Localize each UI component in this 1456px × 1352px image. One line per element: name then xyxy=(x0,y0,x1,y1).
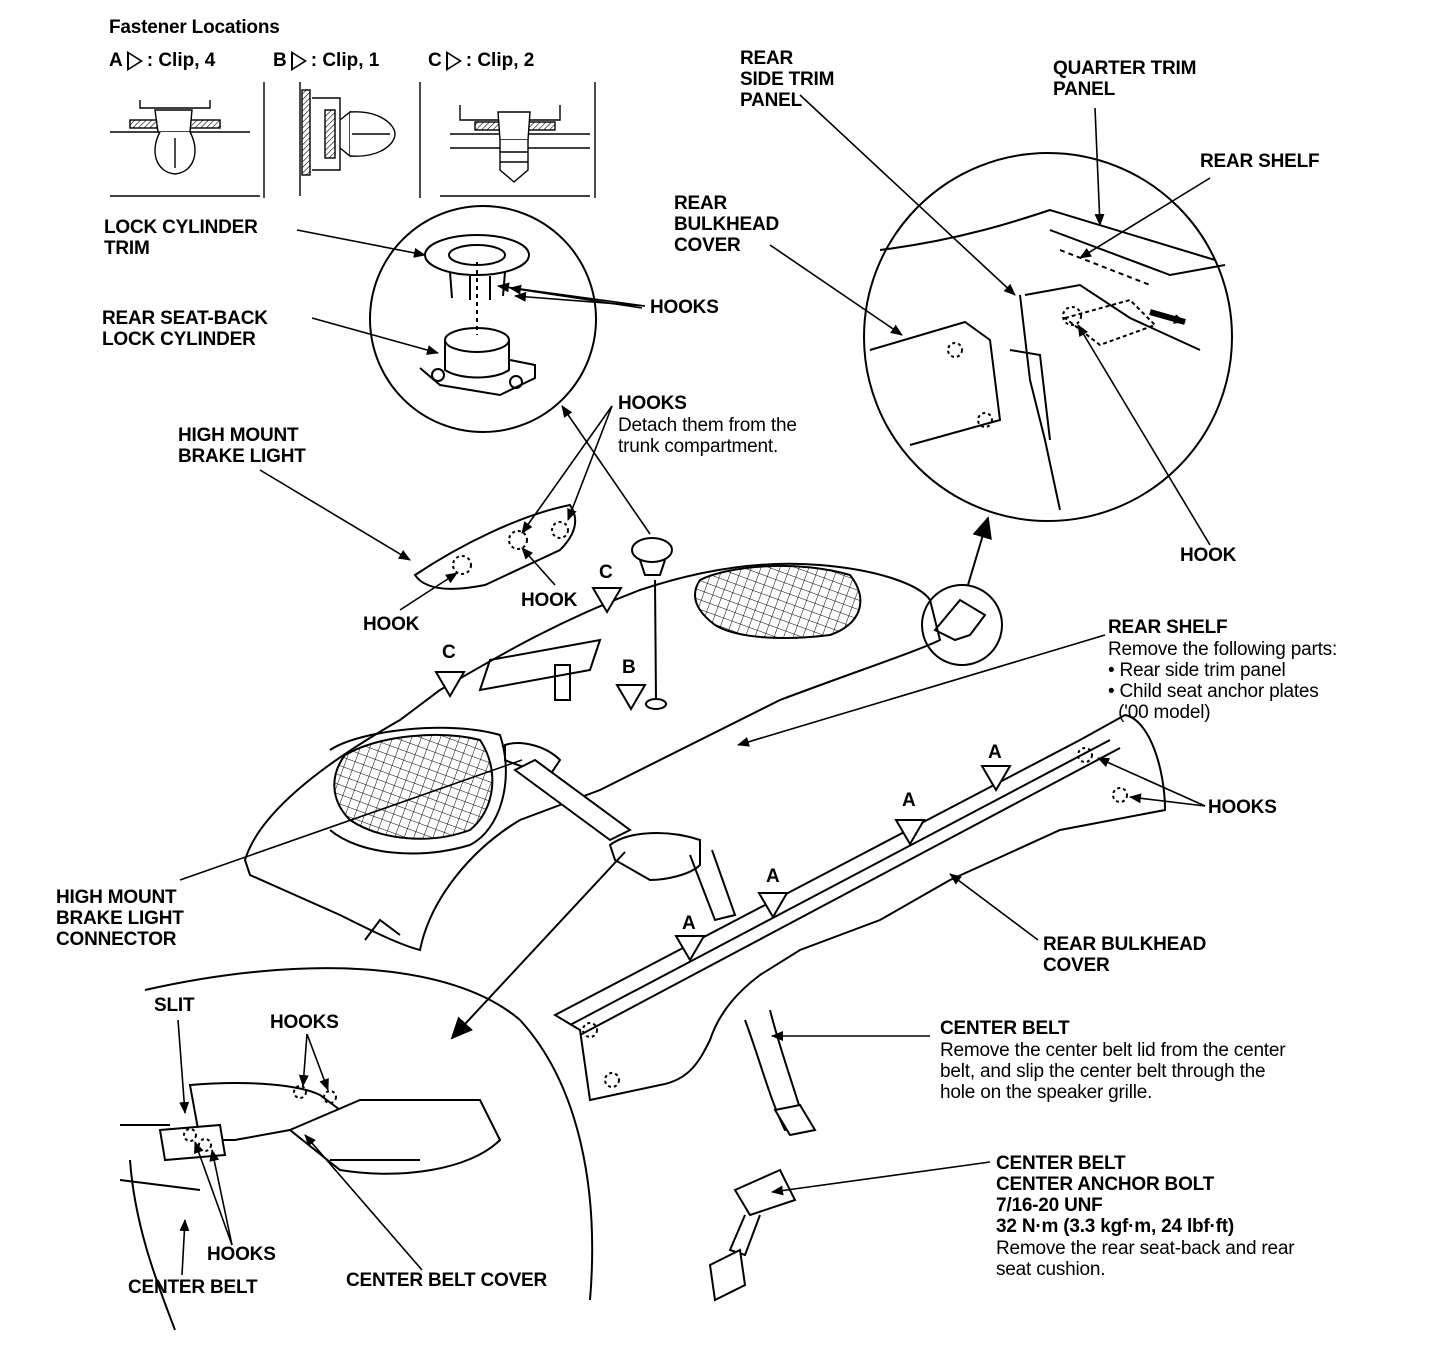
label-line: COVER xyxy=(1043,955,1110,976)
rear-bulkhead-cover xyxy=(552,713,1167,1102)
label-line: REAR xyxy=(674,193,728,214)
label-line: PANEL xyxy=(1053,79,1115,100)
label-fastener-c1: C xyxy=(599,562,613,583)
label-lock-cylinder-trim: LOCK CYLINDER TRIM xyxy=(104,217,258,259)
label-rear-bulkhead-cover-top: REAR BULKHEAD COVER xyxy=(674,193,779,256)
label-line: PANEL xyxy=(740,90,802,111)
label-high-mount-connector: HIGH MOUNT BRAKE LIGHT CONNECTOR xyxy=(56,887,184,950)
note-line: ('00 model) xyxy=(1108,702,1211,723)
fastener-a-desc: : Clip, 4 xyxy=(146,50,216,71)
label-line: BRAKE LIGHT xyxy=(178,446,306,467)
fastener-c-letter: C xyxy=(428,50,442,71)
fastener-detail-boxes xyxy=(110,82,596,198)
brake-light xyxy=(413,503,577,590)
label-line: CENTER BELT xyxy=(996,1153,1126,1174)
label-line: BRAKE LIGHT xyxy=(56,908,184,929)
note-line: trunk compartment. xyxy=(618,436,779,457)
label-quarter-trim-panel: QUARTER TRIM PANEL xyxy=(1053,58,1196,100)
fastener-a-letter: A xyxy=(109,50,123,71)
note-hooks-trunk: Detach them from the trunk compartment. xyxy=(618,415,797,457)
label-hook-circle: HOOK xyxy=(1180,545,1237,566)
fastener-triangle-icon xyxy=(445,51,462,71)
label-fastener-c2: C xyxy=(442,642,456,663)
label-rear-shelf-top: REAR SHELF xyxy=(1200,151,1320,172)
fastener-c-desc: : Clip, 2 xyxy=(465,50,535,71)
label-rear-side-trim-panel: REAR SIDE TRIM PANEL xyxy=(740,48,834,111)
center-belt-detail xyxy=(119,967,594,1331)
fastener-triangle-icon xyxy=(290,51,307,71)
label-line: COVER xyxy=(674,235,741,256)
lock-cylinder-detail xyxy=(369,205,597,433)
label-line: REAR BULKHEAD xyxy=(1043,934,1207,955)
label-line: LOCK CYLINDER xyxy=(104,217,258,238)
leader-lines xyxy=(177,94,1211,1276)
note-line: hole on the speaker grille. xyxy=(940,1082,1153,1103)
label-line: HIGH MOUNT xyxy=(56,887,177,908)
label-fastener-a3: A xyxy=(902,790,916,811)
label-rear-shelf: REAR SHELF xyxy=(1108,617,1228,638)
rear-shelf xyxy=(243,562,942,952)
label-hooks-right: HOOKS xyxy=(1208,797,1277,818)
label-line: REAR xyxy=(740,48,794,69)
label-line: HIGH MOUNT xyxy=(178,425,299,446)
label-line: CONNECTOR xyxy=(56,929,177,950)
label-line: BULKHEAD xyxy=(674,214,780,235)
note-center-belt: Remove the center belt lid from the cent… xyxy=(940,1040,1286,1103)
fastener-locations-title: Fastener Locations xyxy=(109,17,280,38)
label-rear-seatback-lock: REAR SEAT-BACK LOCK CYLINDER xyxy=(102,308,268,350)
label-line: SIDE TRIM xyxy=(740,69,835,90)
fastener-a: A : Clip, 4 xyxy=(109,50,215,72)
side-trim-detail xyxy=(863,152,1233,522)
lock-cylinder-part xyxy=(631,537,673,710)
label-hooks-trunk: HOOKS xyxy=(618,393,687,414)
center-belt xyxy=(513,758,817,1302)
fastener-triangles xyxy=(434,587,1012,962)
label-rear-bulkhead-cover: REAR BULKHEAD COVER xyxy=(1043,934,1206,976)
label-hooks-bottom-top: HOOKS xyxy=(270,1012,339,1033)
label-center-belt: CENTER BELT xyxy=(940,1018,1070,1039)
label-fastener-a4: A xyxy=(988,742,1002,763)
note-line: Remove the rear seat-back and rear xyxy=(996,1238,1295,1259)
fastener-b-desc: : Clip, 1 xyxy=(310,50,380,71)
label-line: LOCK CYLINDER xyxy=(102,329,256,350)
label-hook-left: HOOK xyxy=(363,614,420,635)
fastener-b: B : Clip, 1 xyxy=(273,50,379,72)
note-line: • Child seat anchor plates xyxy=(1108,681,1319,702)
label-fastener-a1: A xyxy=(682,913,696,934)
note-anchor-bolt: Remove the rear seat-back and rear seat … xyxy=(996,1238,1295,1280)
note-line: belt, and slip the center belt through t… xyxy=(940,1061,1266,1082)
note-rear-shelf: Remove the following parts: • Rear side … xyxy=(1108,639,1337,723)
label-hooks-bottom: HOOKS xyxy=(207,1244,276,1265)
label-line: 7/16-20 UNF xyxy=(996,1195,1103,1216)
label-center-belt-bottom: CENTER BELT xyxy=(128,1277,258,1298)
label-hook-mid: HOOK xyxy=(521,590,578,611)
label-fastener-a2: A xyxy=(766,866,780,887)
note-line: Remove the center belt lid from the cent… xyxy=(940,1040,1286,1061)
fastener-triangle-icon xyxy=(126,51,143,71)
fastener-c: C : Clip, 2 xyxy=(428,50,534,72)
note-line: Remove the following parts: xyxy=(1108,639,1338,660)
label-anchor-bolt: CENTER BELT CENTER ANCHOR BOLT 7/16-20 U… xyxy=(996,1153,1234,1237)
label-line: TRIM xyxy=(104,238,150,259)
note-line: • Rear side trim panel xyxy=(1108,660,1286,681)
label-line: 32 N·m (3.3 kgf·m, 24 lbf·ft) xyxy=(996,1216,1235,1237)
note-line: Detach them from the xyxy=(618,415,797,436)
label-fastener-b1: B xyxy=(622,657,636,678)
label-line: REAR SEAT-BACK xyxy=(102,308,268,329)
label-center-belt-cover: CENTER BELT COVER xyxy=(346,1270,548,1291)
fastener-b-letter: B xyxy=(273,50,287,71)
note-line: seat cushion. xyxy=(996,1259,1106,1280)
label-line: QUARTER TRIM xyxy=(1053,58,1197,79)
label-line: CENTER ANCHOR BOLT xyxy=(996,1174,1215,1195)
label-slit: SLIT xyxy=(154,995,195,1016)
label-hooks-lock: HOOKS xyxy=(650,297,719,318)
side-trim-callout-circle xyxy=(921,584,1003,666)
label-high-mount-brake-light: HIGH MOUNT BRAKE LIGHT xyxy=(178,425,306,467)
